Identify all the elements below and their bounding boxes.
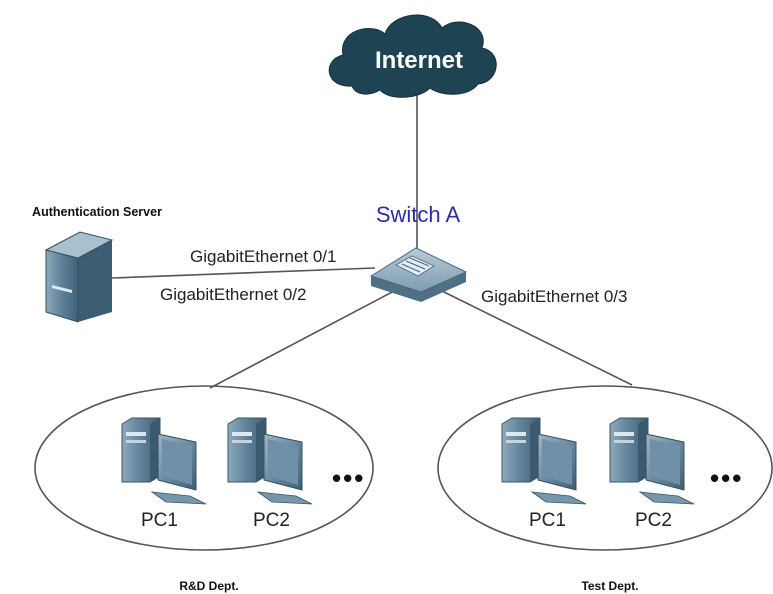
- server-label: Authentication Server: [32, 205, 162, 219]
- switch-icon: [369, 247, 468, 302]
- group-name: R&D Dept.: [179, 579, 238, 593]
- group-rd-dept: ••• PC1 PC2 R&D Dept.: [34, 385, 374, 593]
- port-label-g0-1: GigabitEthernet 0/1: [190, 247, 336, 266]
- computer-icon: [121, 417, 207, 505]
- link-server-switch: [111, 267, 376, 279]
- computer-icon: [227, 417, 313, 505]
- pc-label: PC1: [141, 510, 178, 531]
- pc-label: PC2: [635, 510, 672, 531]
- port-label-g0-3: GigabitEthernet 0/3: [481, 287, 627, 306]
- internet-cloud-icon: Internet: [328, 14, 497, 98]
- port-label-g0-2: GigabitEthernet 0/2: [160, 285, 306, 304]
- link-switch-test-dept: [439, 289, 633, 386]
- more-devices-indicator: •••: [710, 463, 743, 493]
- internet-label: Internet: [375, 47, 463, 74]
- group-test-dept: ••• PC1 PC2 Test Dept.: [437, 385, 773, 593]
- server-icon: [44, 231, 114, 323]
- more-devices-indicator: •••: [332, 463, 365, 493]
- group-ellipse: [34, 385, 374, 551]
- pc-label: PC1: [529, 510, 566, 531]
- link-switch-rd-dept: [209, 289, 397, 389]
- computer-icon: [501, 417, 587, 505]
- pc-label: PC2: [253, 510, 290, 531]
- switch-label: Switch A: [376, 202, 461, 227]
- group-name: Test Dept.: [581, 579, 638, 593]
- group-ellipse: [437, 385, 773, 551]
- computer-icon: [609, 417, 695, 505]
- links: [111, 95, 633, 389]
